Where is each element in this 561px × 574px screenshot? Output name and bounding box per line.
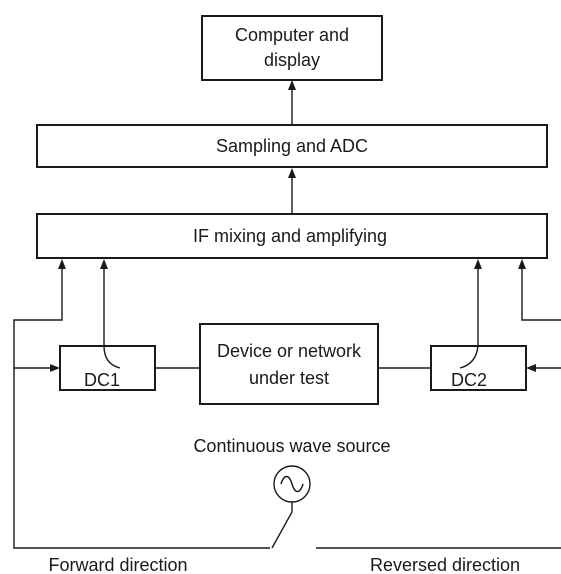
sampling-adc-block: Sampling and ADC: [36, 124, 548, 168]
cw-source-label: Continuous wave source: [193, 436, 390, 456]
dc1-coupled-path: [100, 259, 121, 369]
reversed-reference-path: [518, 259, 561, 321]
arrow-if-to-sampling: [288, 168, 296, 214]
arrow-sampling-to-computer: [288, 80, 296, 125]
dc2-coupled-path: [459, 259, 482, 369]
sampling-adc-label: Sampling and ADC: [216, 136, 368, 156]
computer-label-line1: Computer and: [235, 25, 349, 45]
dut-label-line1: Device or network: [217, 341, 362, 361]
dc1-label: DC1: [84, 370, 120, 390]
dut-block: Device or network under test: [199, 323, 379, 405]
reversed-input-line: [526, 364, 561, 372]
reversed-direction-label: Reversed direction: [370, 555, 520, 574]
forward-direction-label: Forward direction: [48, 555, 187, 574]
dc2-label: DC2: [451, 370, 487, 390]
forward-reference-path: [13, 259, 270, 549]
if-mixing-block: IF mixing and amplifying: [36, 213, 548, 259]
direction-switch: [271, 502, 293, 549]
cw-source-symbol: [273, 465, 311, 503]
if-mixing-label: IF mixing and amplifying: [193, 226, 387, 246]
computer-label-line2: display: [264, 50, 320, 70]
dut-label-line2: under test: [249, 368, 329, 388]
dc2-block: DC2: [430, 345, 527, 391]
forward-input-line: [14, 364, 60, 372]
computer-display-block: Computer and display: [201, 15, 383, 81]
dc1-block: DC1: [59, 345, 156, 391]
